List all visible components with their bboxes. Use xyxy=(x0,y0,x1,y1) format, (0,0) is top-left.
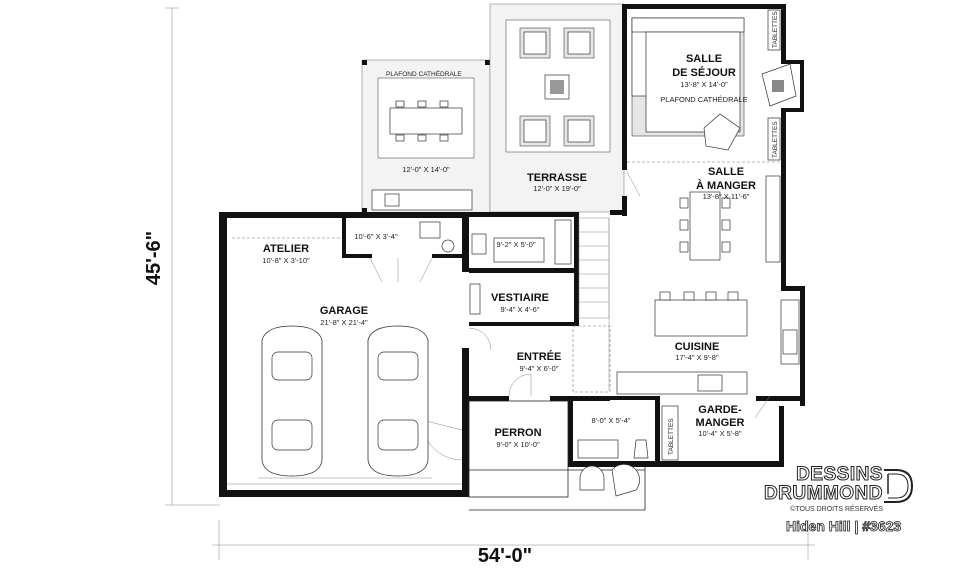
garage-label: GARAGE xyxy=(320,305,368,317)
vestiaire-label: VESTIAIRE xyxy=(491,292,549,304)
brand-name-line-2: DRUMMOND xyxy=(763,483,883,505)
dining-table xyxy=(679,175,781,263)
manger-label-2: À MANGER xyxy=(696,179,756,192)
entree-label: ENTRÉE xyxy=(517,350,562,363)
cuisine-label: CUISINE xyxy=(675,341,720,353)
sejour-label-2: DE SÉJOUR xyxy=(672,66,736,79)
terrasse-size: 12'-0" X 19'-0" xyxy=(533,184,581,193)
garde-manger-label-2: MANGER xyxy=(696,417,745,429)
brand-rights: ©TOUS DROITS RÉSERVÉS xyxy=(790,506,883,513)
living-furniture xyxy=(631,9,797,161)
vestiaire-size: 9'-4" X 4'-6" xyxy=(500,305,539,314)
interior-lines xyxy=(227,161,781,485)
garde-manger-size: 10'-4" X 5'-8" xyxy=(698,429,742,438)
entree-size: 9'-4" X 6'-0" xyxy=(519,364,558,373)
width-dimension: 54'-0" xyxy=(478,545,532,567)
bathroom-fixtures xyxy=(419,219,572,315)
sejour-label-1: SALLE xyxy=(686,53,722,65)
cuisine-size: 17'-4" X 9'-8" xyxy=(675,353,719,362)
sejour-size: 13'-8" X 14'-0" xyxy=(680,80,728,89)
brand-name-line-1: DESSINS xyxy=(796,464,883,486)
brand-block: DESSINS DRUMMOND ©TOUS DROITS RÉSERVÉS xyxy=(763,464,933,544)
manger-size: 13'-8" X 11'-6" xyxy=(703,192,750,201)
terrasse-label: TERRASSE xyxy=(527,172,587,184)
terrasse xyxy=(489,3,625,213)
tablettes-middle: TABLETTES xyxy=(772,121,779,158)
tablettes-pantry: TABLETTES xyxy=(668,418,675,455)
covered-patio xyxy=(361,59,491,214)
pantry-shelves xyxy=(661,405,679,461)
garage-cars xyxy=(261,325,429,477)
brand-logo-icon xyxy=(884,469,914,503)
office-fixtures xyxy=(577,439,649,497)
manger-label-1: SALLE xyxy=(708,166,744,178)
garde-manger-label-1: GARDE- xyxy=(698,404,742,416)
atelier-size: 10'-8" X 3'-10" xyxy=(262,256,310,265)
storage-size: 10'-6" X 3'-4" xyxy=(354,232,398,241)
walls xyxy=(219,4,805,511)
atelier-label: ATELIER xyxy=(263,243,309,255)
garage-size: 21'-8" X 21'-4" xyxy=(320,318,368,327)
kitchen-fixtures xyxy=(616,291,800,395)
plan-title: Hiden Hill | #3623 xyxy=(786,518,902,535)
tablettes-top: TABLETTES xyxy=(772,11,779,48)
perron-label: PERRON xyxy=(494,427,541,439)
sejour-ceiling-note: PLAFOND CATHÉDRALE xyxy=(660,95,747,104)
patio-ceiling-note: PLAFOND CATHÉDRALE xyxy=(386,69,462,78)
bathroom-size: 9'-2" X 5'-0" xyxy=(496,240,535,249)
depth-dimension: 45'-6" xyxy=(143,231,165,285)
office-size: 8'-0" X 5'-4" xyxy=(591,416,630,425)
perron-size: 9'-0" X 10'-0" xyxy=(496,440,540,449)
dimension-lines xyxy=(165,7,815,560)
patio-size: 12'-0" X 14'-0" xyxy=(402,165,450,174)
